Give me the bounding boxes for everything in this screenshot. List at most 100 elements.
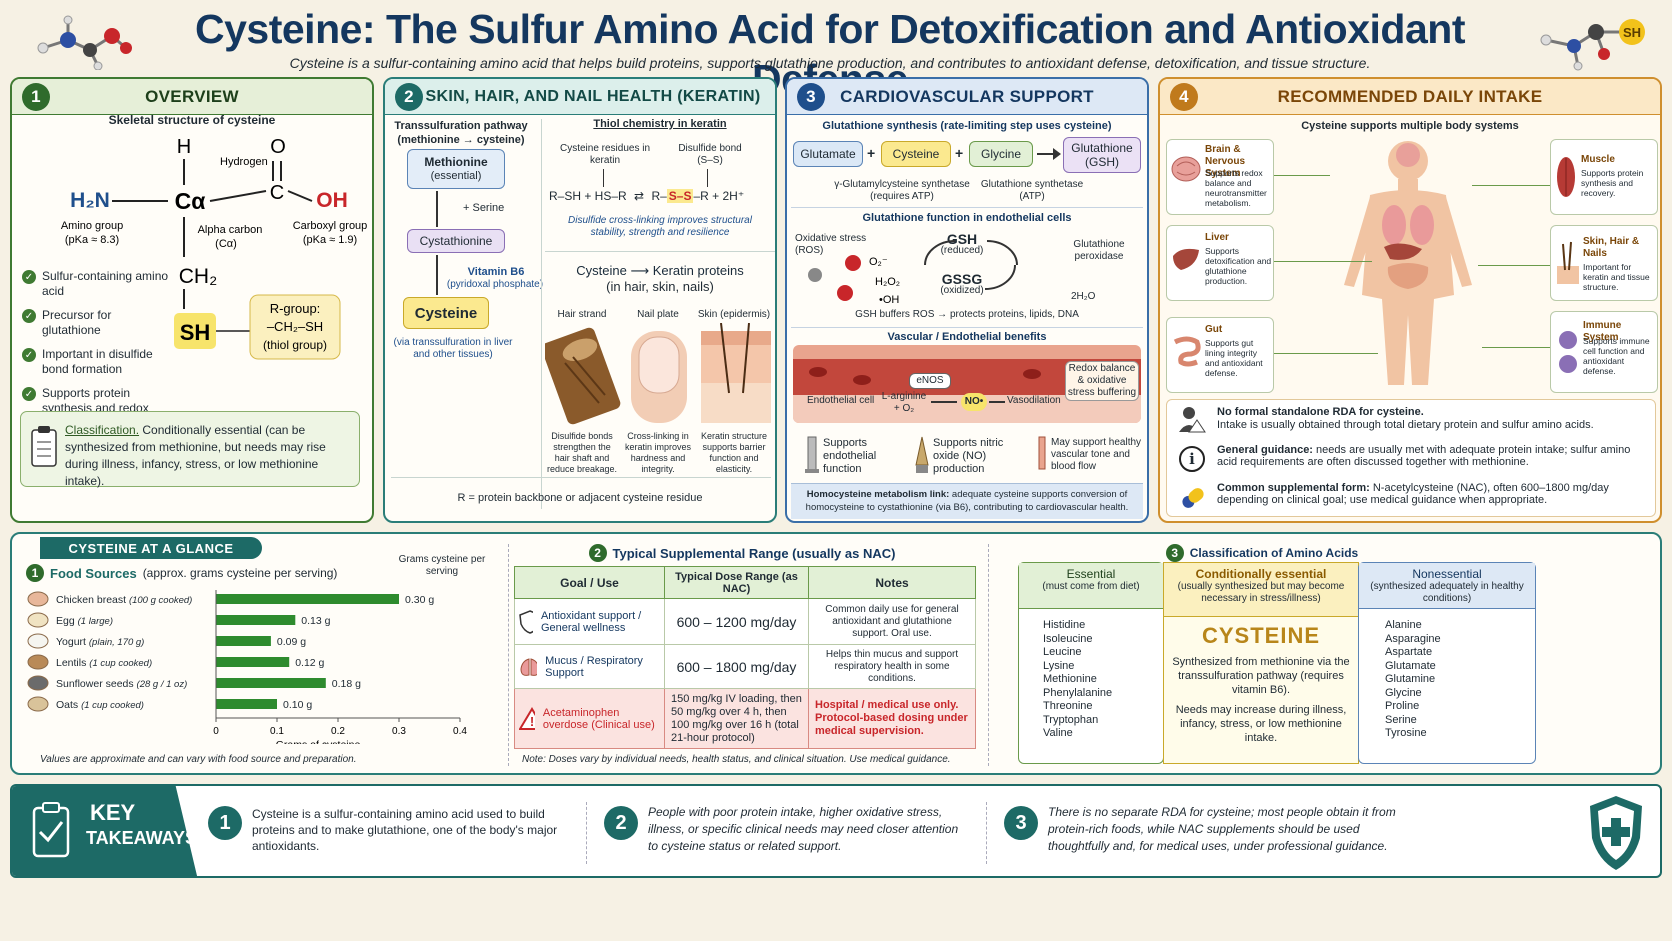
residues-label: Cysteine residues in keratin [559, 143, 651, 166]
system-name: Brain & Nervous System [1205, 144, 1246, 179]
table-row: Antioxidant support / General wellness 6… [514, 598, 976, 645]
bar [216, 615, 296, 625]
nonessential-amino-acid: Asparagine [1385, 632, 1441, 645]
cysteine-structure-diagram: H Hydrogen O H₂N Cα C OH Amino group (pK… [61, 136, 368, 360]
glance-panel: CYSTEINE AT A GLANCE 1 Food Sources (app… [10, 532, 1662, 775]
label-amino: Amino group [61, 220, 123, 232]
x-tick-label: 0.1 [270, 726, 284, 737]
takeaway-text: There is no separate RDA for cysteine; m… [1048, 805, 1396, 853]
redox-cycle-arrows [924, 240, 1018, 290]
shield-cross-icon [1586, 794, 1646, 876]
clipboard-icon [29, 424, 59, 475]
b6-label: Vitamin B6 [467, 266, 525, 278]
essential-amino-acid: Phenylalanine [1043, 686, 1113, 699]
atom-oh: OH [316, 189, 348, 212]
glutamate-box: Glutamate [793, 141, 863, 167]
brain-icon [1171, 154, 1201, 189]
food-icon [27, 612, 49, 628]
food-icon [27, 654, 49, 670]
check-item: ✓Precursor for glutathione [22, 308, 172, 338]
notes-cell: Helps thin mucus and support respiratory… [808, 644, 976, 689]
check-icon: ✓ [22, 270, 36, 284]
b6-sub: (pyridoxal phosphate) [446, 279, 544, 290]
x-tick-label: 0 [213, 726, 219, 737]
system-text: Supports protein synthesis and recovery. [1581, 168, 1644, 198]
system-text: Supports detoxification and glutathione … [1205, 246, 1272, 286]
note-bold: Common supplemental form: [1217, 482, 1370, 494]
label-carboxyl-pka: (pKa ≈ 1.9) [303, 234, 357, 246]
takeaway-number: 1 [208, 806, 242, 840]
overview-panel: 1 OVERVIEW Skeletal structure of cystein… [10, 77, 374, 523]
checklist-icon [30, 800, 74, 865]
takeaway-number: 3 [1004, 806, 1038, 840]
essential-sub: (must come from diet) [1042, 581, 1140, 592]
cardio-panel: 3 CARDIOVASCULAR SUPPORT Glutathione syn… [785, 77, 1149, 523]
label-alpha-sub: (Cα) [215, 238, 237, 250]
hair-caption: Disulfide bonds strengthen the hair shaf… [546, 431, 618, 474]
essential-amino-acid: Histidine [1043, 619, 1086, 631]
systems-title: Cysteine supports multiple body systems [1301, 120, 1519, 132]
data-label: 0.18 g [332, 678, 361, 690]
glance-title: CYSTEINE AT A GLANCE [40, 537, 262, 559]
overview-title: OVERVIEW [145, 86, 239, 106]
label-amino-pka: (pKa ≈ 8.3) [65, 234, 119, 246]
note-text: Intake is usually obtained through total… [1217, 419, 1594, 431]
atom-sh: SH [180, 320, 211, 345]
homocysteine-box: Homocysteine metabolism link: adequate c… [791, 483, 1143, 519]
essential-amino-acid: Tryptophan [1043, 713, 1099, 726]
goal-cell: Mucus / Respiratory Support [545, 654, 643, 679]
warning-icon: ! [519, 706, 535, 730]
atom-h2n: H₂N [70, 189, 110, 212]
keratin-illustrations [545, 323, 771, 425]
endothelial-cell-label: Endothelial cell [807, 395, 875, 406]
system-card-brain: Brain & Nervous System Supports redox ba… [1166, 139, 1274, 215]
essential-amino-acid: Leucine [1043, 646, 1082, 658]
overview-number: 1 [22, 83, 50, 111]
cardio-number: 3 [797, 83, 825, 111]
structure-title: Skeletal structure of cysteine [108, 113, 276, 127]
benefit-vascular-tone: May support healthy vascular tone and bl… [1051, 437, 1142, 472]
label-carboxyl: Carboxyl group [293, 220, 368, 232]
nonessential-amino-acid: Aspartate [1385, 646, 1433, 658]
takeaways-title-1: KEY [90, 800, 136, 825]
check-icon: ✓ [22, 309, 36, 323]
gsh-reduced: GSH [946, 231, 978, 247]
classif-number: 3 [1165, 544, 1184, 562]
hair-skin-icon [1555, 240, 1581, 291]
food-icon [27, 591, 49, 607]
takeaway-text: Cysteine is a sulfur-containing amino ac… [252, 807, 558, 853]
label-hydrogen: Hydrogen [220, 156, 268, 168]
cardio-title: CARDIOVASCULAR SUPPORT [840, 86, 1094, 106]
hair-strand-image [545, 327, 621, 425]
bar [216, 678, 326, 688]
essential-title: Essential [1066, 567, 1116, 581]
page-subtitle: Cysteine is a sulfur-containing amino ac… [289, 55, 1371, 71]
category-label: Lentils (1 cup cooked) [56, 657, 152, 669]
shield-icon [519, 609, 533, 634]
nonessential-amino-acid: Tyrosine [1385, 727, 1427, 739]
food-icon [27, 675, 49, 691]
label-alpha: Alpha carbon [198, 224, 263, 236]
nail-caption: Cross-linking in keratin improves hardne… [624, 431, 692, 474]
thiol-equation: R–SH + HS–R ⇄ R–S–S–R + 2H⁺ [549, 189, 745, 203]
system-name: Muscle [1581, 154, 1615, 165]
system-name: Skin, Hair & Nails [1583, 236, 1640, 259]
data-label: 0.10 g [283, 699, 312, 711]
cond-text-2: Needs may increase during illness, infan… [1175, 704, 1347, 744]
intake-panel: 4 RECOMMENDED DAILY INTAKE Cysteine supp… [1158, 77, 1662, 523]
dose-cell: 600 – 1200 mg/day [664, 598, 809, 645]
check-item: ✓Important in disulfide bond formation [22, 347, 172, 377]
category-label: Yogurt (plain, 170 g) [56, 636, 144, 648]
dose-cell: 600 – 1800 mg/day [664, 644, 809, 689]
gsh-reduced-sub: (reduced) [940, 245, 984, 256]
atom-c: C [270, 182, 284, 204]
check-icon: ✓ [22, 348, 36, 362]
cysteine-box-skin: Cysteine [403, 297, 489, 329]
methionine-box: Methionine(essential) [407, 149, 505, 189]
h2o2-label: H₂O₂ [875, 276, 900, 288]
bar [216, 594, 399, 604]
immune-cell-icon [1555, 328, 1581, 383]
